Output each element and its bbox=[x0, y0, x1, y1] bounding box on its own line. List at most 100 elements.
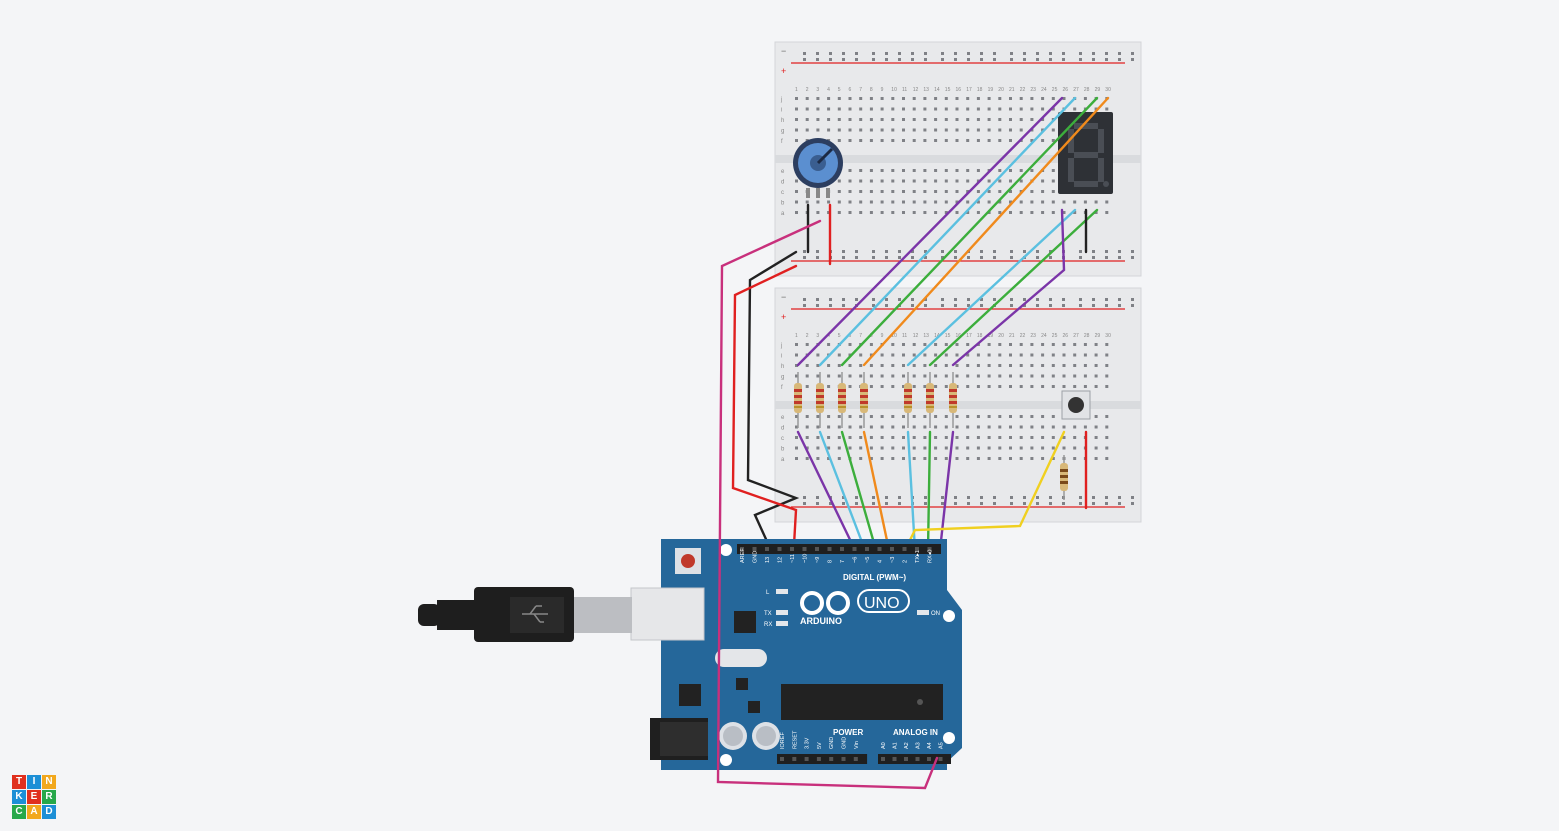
wire-green[interactable] bbox=[840, 96, 1099, 367]
resistor[interactable] bbox=[838, 372, 846, 428]
column-label: 2 bbox=[806, 333, 809, 339]
analog-label: ANALOG IN bbox=[893, 728, 938, 737]
rail-plus-label: + bbox=[781, 312, 786, 322]
seven-segment-display[interactable] bbox=[1058, 112, 1113, 194]
resistor-group bbox=[794, 372, 1068, 500]
resistor[interactable] bbox=[794, 372, 802, 428]
column-label: 12 bbox=[913, 333, 919, 339]
column-label: 30 bbox=[1105, 87, 1111, 93]
wire-cyan[interactable] bbox=[906, 208, 1077, 367]
row-label: e bbox=[781, 169, 785, 175]
column-label: 4 bbox=[827, 87, 830, 93]
row-label: j bbox=[780, 97, 782, 103]
usb-cable[interactable] bbox=[418, 587, 632, 642]
column-label: 19 bbox=[988, 333, 994, 339]
row-label: h bbox=[781, 364, 784, 370]
logo-letter: N bbox=[42, 775, 56, 789]
column-label: 6 bbox=[849, 87, 852, 93]
pin-label: GND bbox=[842, 737, 848, 749]
column-label: 17 bbox=[966, 87, 972, 93]
column-label: 4 bbox=[827, 333, 830, 339]
column-label: 16 bbox=[956, 333, 962, 339]
atmega-chip bbox=[781, 684, 943, 720]
pin-label: A3 bbox=[916, 742, 922, 749]
wire-cyan[interactable] bbox=[818, 430, 867, 552]
pin-label: IOREF bbox=[780, 732, 786, 749]
logo-letter: E bbox=[27, 790, 41, 804]
wire-purple[interactable] bbox=[796, 96, 1064, 367]
wire-green[interactable] bbox=[928, 208, 1099, 367]
column-label: 14 bbox=[934, 333, 940, 339]
column-label: 3 bbox=[816, 333, 819, 339]
wire-green[interactable] bbox=[840, 430, 878, 552]
arduino-logo-icon bbox=[800, 591, 850, 615]
column-label: 9 bbox=[881, 333, 884, 339]
row-label: f bbox=[781, 385, 783, 391]
pin-label: RESET bbox=[792, 730, 798, 749]
wire-purple[interactable] bbox=[938, 430, 955, 552]
wire-magenta[interactable] bbox=[716, 219, 939, 790]
column-label: 15 bbox=[945, 333, 951, 339]
row-label: g bbox=[781, 375, 784, 381]
row-label: h bbox=[781, 118, 784, 124]
wire-black[interactable] bbox=[746, 250, 800, 550]
l-led-label: L bbox=[766, 590, 770, 596]
pin-label: TX▸1 bbox=[915, 550, 921, 563]
column-label: 21 bbox=[1009, 333, 1015, 339]
wire-orange[interactable] bbox=[862, 430, 891, 552]
wire-group-top[interactable] bbox=[716, 219, 939, 790]
resistor[interactable] bbox=[860, 372, 868, 428]
pulldown-resistor[interactable] bbox=[1060, 455, 1068, 500]
column-label: 23 bbox=[1030, 87, 1036, 93]
column-label: 28 bbox=[1084, 333, 1090, 339]
row-label: i bbox=[781, 108, 782, 114]
column-label: 21 bbox=[1009, 87, 1015, 93]
power-label: POWER bbox=[833, 728, 863, 737]
pin-label: AREF bbox=[740, 548, 746, 563]
logo-letter: I bbox=[27, 775, 41, 789]
column-label: 13 bbox=[923, 87, 929, 93]
column-label: 15 bbox=[945, 87, 951, 93]
column-label: 20 bbox=[998, 333, 1004, 339]
resistor[interactable] bbox=[926, 372, 934, 428]
wire-cyan[interactable] bbox=[818, 96, 1077, 367]
pin-label: Vin bbox=[854, 741, 860, 749]
column-label: 2 bbox=[806, 87, 809, 93]
wire-purple[interactable] bbox=[796, 430, 857, 552]
column-label: 18 bbox=[977, 87, 983, 93]
resistor[interactable] bbox=[816, 372, 824, 428]
column-label: 26 bbox=[1063, 87, 1069, 93]
column-label: 1 bbox=[795, 87, 798, 93]
logo-letter: C bbox=[12, 805, 26, 819]
brand-label: ARDUINO bbox=[800, 616, 842, 626]
rail-plus-label: + bbox=[781, 66, 786, 76]
column-label: 27 bbox=[1073, 333, 1079, 339]
pushbutton[interactable] bbox=[1061, 390, 1091, 420]
column-label: 24 bbox=[1041, 333, 1047, 339]
rx-led-label: RX bbox=[764, 622, 772, 628]
column-label: 11 bbox=[902, 87, 907, 93]
potentiometer[interactable] bbox=[793, 138, 843, 198]
resistor[interactable] bbox=[904, 372, 912, 428]
pin-label: ~9 bbox=[815, 557, 821, 563]
pin-label: A5 bbox=[939, 742, 945, 749]
pin-label: A1 bbox=[893, 742, 899, 749]
resistor[interactable] bbox=[949, 372, 957, 428]
wire-orange[interactable] bbox=[862, 96, 1110, 367]
column-label: 13 bbox=[923, 333, 929, 339]
column-label: 12 bbox=[913, 87, 919, 93]
column-label: 27 bbox=[1073, 87, 1079, 93]
model-label: UNO bbox=[864, 595, 900, 612]
wire-purple[interactable] bbox=[951, 208, 1066, 367]
pin-label: RX◂0 bbox=[928, 550, 934, 563]
column-label: 5 bbox=[838, 333, 841, 339]
column-label: 8 bbox=[870, 87, 873, 93]
row-label: f bbox=[781, 139, 783, 145]
row-label: a bbox=[781, 211, 785, 217]
